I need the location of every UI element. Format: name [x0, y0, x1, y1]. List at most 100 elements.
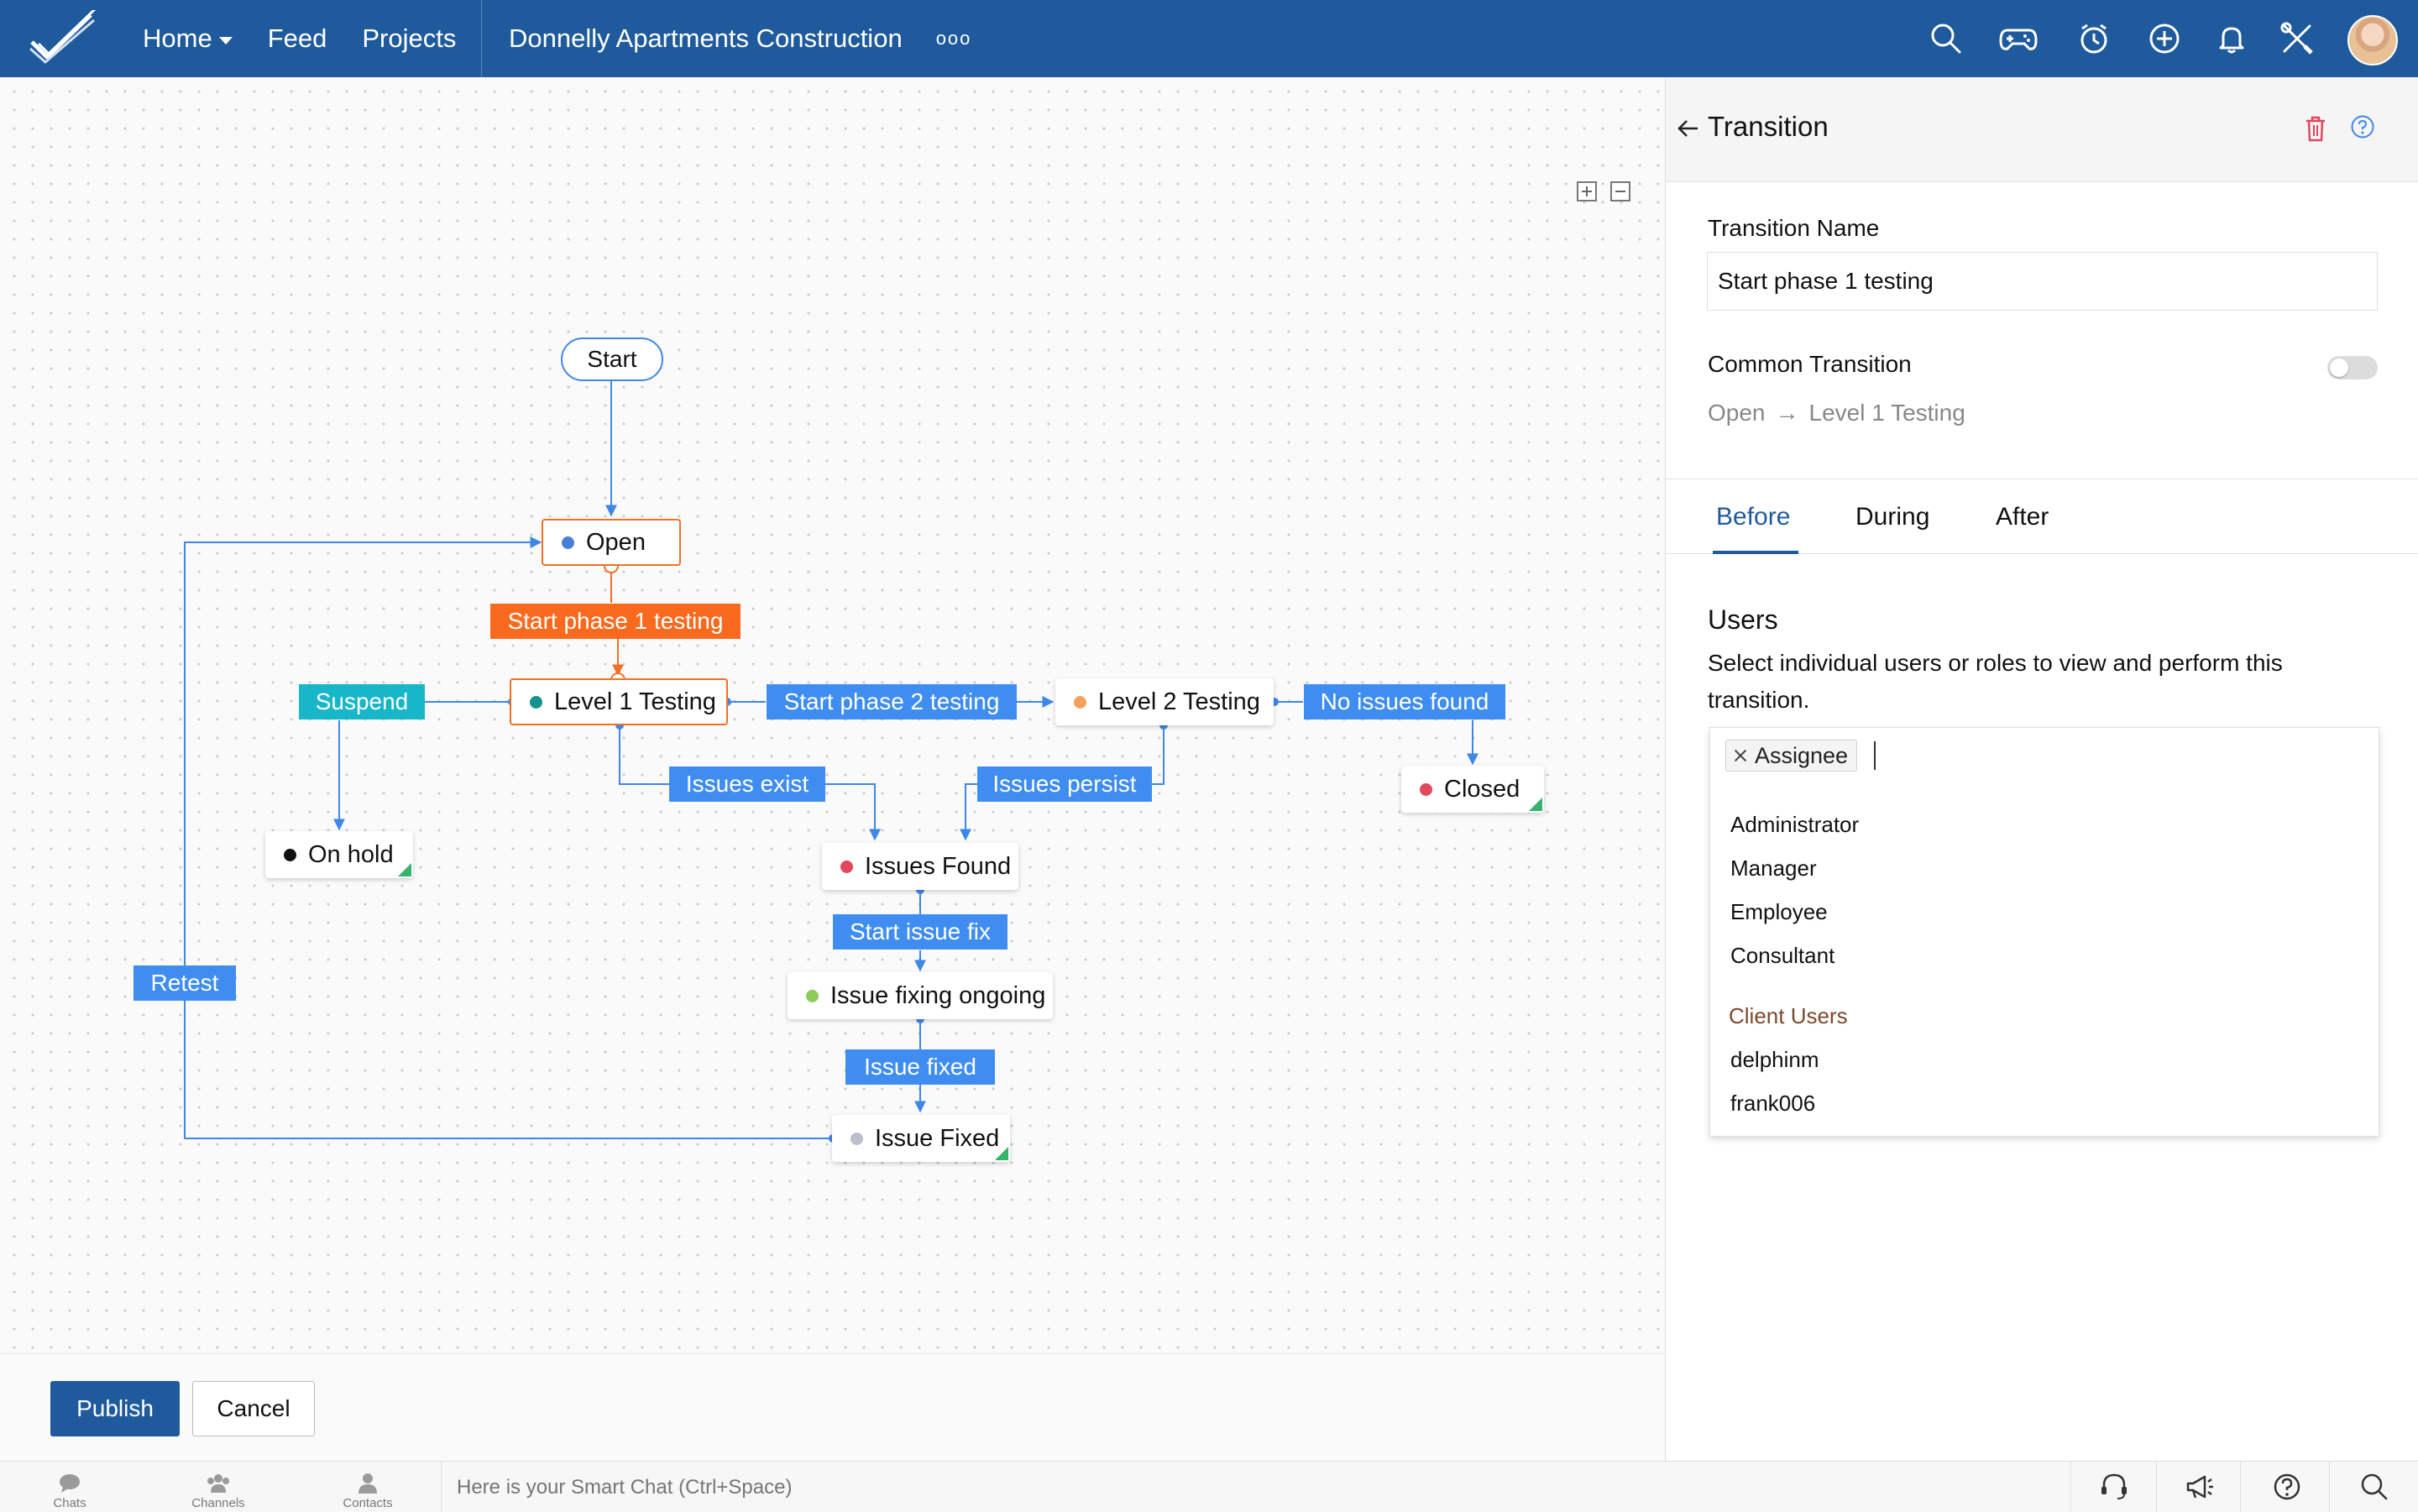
status-node-issues-found[interactable]: Issues Found [822, 843, 1018, 890]
transition-start-phase-1-testing[interactable]: Start phase 1 testing [490, 604, 741, 639]
plus-circle-icon [2149, 24, 2180, 54]
users-section-description: Select individual users or roles to view… [1708, 650, 2283, 713]
status-node-level1-testing[interactable]: Level 1 Testing [510, 678, 728, 725]
status-node-issue-fixing-ongoing[interactable]: Issue fixing ongoing [788, 972, 1053, 1019]
selected-user-chip[interactable]: Assignee [1725, 740, 1858, 772]
divider [2156, 1462, 2157, 1512]
option-administrator[interactable]: Administrator [1730, 812, 1860, 837]
help-question-icon[interactable] [2270, 1470, 2304, 1504]
status-dot [840, 860, 853, 873]
option-manager[interactable]: Manager [1730, 855, 1817, 881]
transition-issue-fixed[interactable]: Issue fixed [845, 1049, 995, 1085]
nav-home-label: Home [143, 24, 212, 53]
back-arrow-icon[interactable] [1676, 116, 1701, 141]
smart-chat-input[interactable] [455, 1470, 1886, 1505]
transition-label: Start phase 2 testing [783, 688, 1000, 714]
transition-label: Suspend [315, 688, 409, 714]
nav-feed[interactable]: Feed [268, 0, 327, 77]
option-client-user[interactable]: frank006 [1730, 1091, 1816, 1116]
status-node-open[interactable]: Open [542, 519, 681, 566]
status-node-closed[interactable]: Closed [1401, 766, 1544, 813]
panel-header: Transition [1666, 77, 2418, 182]
chats-label: Chats [53, 1496, 86, 1510]
transition-to-status: Level 1 Testing [1808, 400, 1965, 426]
bell-icon [2219, 27, 2244, 54]
gamepad-icon [1999, 29, 2038, 50]
transition-no-issues-found[interactable]: No issues found [1304, 684, 1505, 719]
status-label: Open [586, 528, 646, 556]
option-employee[interactable]: Employee [1730, 899, 1828, 924]
games-button[interactable] [1998, 18, 2039, 59]
channels-button[interactable]: Channels [172, 1462, 264, 1512]
status-label: Issues Found [865, 852, 1012, 880]
contacts-label: Contacts [343, 1496, 393, 1510]
status-dot [850, 1132, 863, 1145]
remove-chip-close-icon[interactable] [1733, 748, 1748, 763]
transition-path: Open → Level 1 Testing [1708, 400, 1965, 426]
publish-button[interactable]: Publish [50, 1381, 180, 1436]
transition-suspend[interactable]: Suspend [299, 684, 425, 719]
project-name: Donnelly Apartments Construction [509, 24, 903, 53]
nav-projects[interactable]: Projects [362, 0, 456, 77]
status-label: Closed [1444, 775, 1520, 803]
support-headset-icon[interactable] [2097, 1470, 2131, 1504]
zoom-in-icon[interactable] [1577, 181, 1597, 201]
transition-issues-exist[interactable]: Issues exist [669, 766, 825, 802]
status-node-issue-fixed[interactable]: Issue Fixed [832, 1115, 1010, 1162]
settings-tools-button[interactable] [2277, 18, 2317, 59]
tab-after[interactable]: After [1996, 502, 2049, 531]
more-menu-button[interactable]: ooo [936, 0, 972, 77]
timer-button[interactable] [2074, 18, 2114, 59]
status-label: Issue fixing ongoing [830, 981, 1046, 1009]
zoom-out-icon[interactable] [1610, 181, 1630, 201]
smart-chat-area [441, 1462, 2071, 1512]
status-dot [284, 848, 296, 861]
project-name-link[interactable]: Donnelly Apartments Construction [509, 0, 903, 77]
transition-start-phase-2-testing[interactable]: Start phase 2 testing [767, 684, 1017, 719]
chevron-down-icon [218, 36, 233, 44]
option-consultant[interactable]: Consultant [1730, 943, 1835, 968]
transition-label: Issues exist [685, 771, 809, 797]
arrow-right-icon: → [1775, 400, 1799, 426]
notifications-button[interactable] [2211, 18, 2252, 59]
common-transition-toggle[interactable] [2327, 356, 2378, 379]
user-avatar[interactable] [2347, 15, 2398, 65]
add-button[interactable] [2144, 18, 2185, 59]
transition-label: Issues persist [992, 771, 1137, 797]
timer-icon [2080, 24, 2107, 54]
nav-home[interactable]: Home [143, 0, 233, 77]
chats-button[interactable]: Chats [24, 1462, 116, 1512]
text-cursor [1874, 741, 1876, 770]
app-logo-checkmark-icon[interactable] [29, 10, 99, 65]
users-section-title: Users [1708, 604, 1778, 635]
transition-retest[interactable]: Retest [133, 965, 236, 1001]
user-picker-dropdown[interactable]: Assignee Administrator Manager Employee … [1709, 727, 2379, 1137]
option-group-client-users: Client Users [1729, 1003, 1848, 1028]
status-node-level2-testing[interactable]: Level 2 Testing [1055, 678, 1274, 725]
bottom-chat-bar: Chats Channels Contacts [0, 1461, 2418, 1512]
chat-bubble-icon [60, 1474, 80, 1493]
chip-label: Assignee [1755, 742, 1849, 768]
cancel-button[interactable]: Cancel [192, 1381, 315, 1436]
contacts-button[interactable]: Contacts [322, 1462, 414, 1512]
tab-before[interactable]: Before [1716, 502, 1791, 531]
channels-label: Channels [191, 1496, 245, 1510]
option-client-user[interactable]: delphinm [1730, 1047, 1819, 1072]
delete-trash-icon[interactable] [2303, 114, 2328, 143]
common-transition-label: Common Transition [1708, 351, 1912, 377]
workflow-start-node[interactable]: Start [561, 337, 663, 381]
status-label: Issue Fixed [875, 1124, 1000, 1152]
announcement-megaphone-icon[interactable] [2183, 1470, 2216, 1504]
help-question-icon[interactable] [2350, 114, 2375, 139]
search-icon[interactable] [2358, 1470, 2391, 1504]
tab-during[interactable]: During [1855, 502, 1930, 531]
transition-issues-persist[interactable]: Issues persist [977, 766, 1152, 802]
main-nav: Home Feed Projects [143, 0, 456, 77]
transition-name-label: Transition Name [1708, 215, 1880, 241]
search-button[interactable] [1926, 18, 1966, 59]
nav-feed-label: Feed [267, 24, 327, 53]
transition-start-issue-fix[interactable]: Start issue fix [833, 914, 1008, 950]
transition-name-input[interactable] [1707, 252, 2378, 311]
status-node-on-hold[interactable]: On hold [265, 831, 413, 878]
nav-divider [481, 0, 482, 77]
